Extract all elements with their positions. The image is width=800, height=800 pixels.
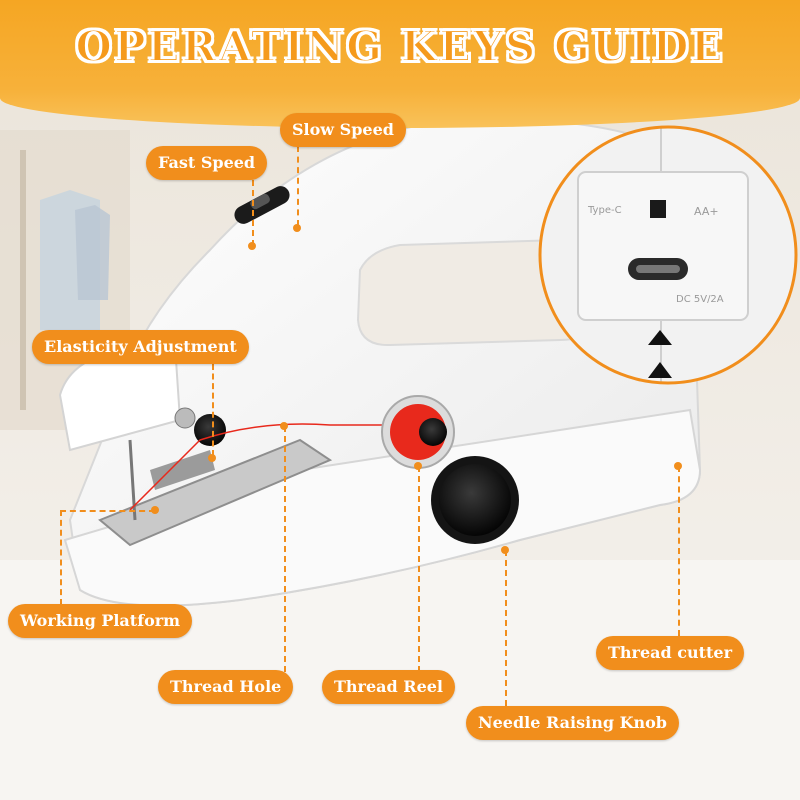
dot-slow-speed xyxy=(293,224,301,232)
reel-cap xyxy=(419,418,447,446)
dot-working-platform xyxy=(151,506,159,514)
leader-thread-hole xyxy=(284,426,286,672)
dot-fast-speed xyxy=(248,242,256,250)
leader-slow-speed xyxy=(297,146,299,226)
inset-aa-label: AA+ xyxy=(694,205,719,218)
tension-knob xyxy=(194,414,226,446)
label-thread-hole: Thread Hole xyxy=(158,670,294,704)
clothes-rack xyxy=(20,150,26,410)
dot-needle-knob xyxy=(501,546,509,554)
inset-detail xyxy=(540,127,796,383)
label-thread-cutter: Thread cutter xyxy=(596,636,745,670)
needle-plate xyxy=(98,438,333,547)
leader-working-platform-h xyxy=(60,510,155,512)
title-banner xyxy=(0,0,800,128)
leader-elasticity xyxy=(212,364,214,456)
label-elasticity-adjustment: Elasticity Adjustment xyxy=(32,330,249,364)
label-fast-speed: Fast Speed xyxy=(146,146,268,180)
leader-needle-knob xyxy=(505,550,507,706)
needle-knob-face xyxy=(439,464,511,536)
hanging-garment-2 xyxy=(75,205,110,300)
dot-thread-cutter xyxy=(674,462,682,470)
inset-dc-rating: DC 5V/2A xyxy=(676,294,724,305)
inset-ring xyxy=(538,125,798,385)
dot-thread-reel xyxy=(414,462,422,470)
tension-disc xyxy=(174,407,196,429)
page-title: OPERATING KEYS GUIDE xyxy=(74,21,725,72)
speed-switch-slider xyxy=(250,193,270,210)
thread-reel-spool xyxy=(390,404,446,460)
label-slow-speed: Slow Speed xyxy=(280,113,406,147)
thread-line xyxy=(129,423,410,511)
inset-type-c-label: Type-C xyxy=(588,205,622,216)
label-thread-reel: Thread Reel xyxy=(322,670,456,704)
dot-elasticity xyxy=(208,454,216,462)
leader-thread-reel xyxy=(418,466,420,672)
leader-thread-cutter xyxy=(678,466,680,636)
presser-foot xyxy=(150,450,215,490)
label-working-platform: Working Platform xyxy=(8,604,193,638)
dot-thread-hole xyxy=(280,422,288,430)
leader-fast-speed xyxy=(252,180,254,246)
leader-working-platform-v xyxy=(60,510,62,605)
label-needle-raising-knob: Needle Raising Knob xyxy=(466,706,679,740)
